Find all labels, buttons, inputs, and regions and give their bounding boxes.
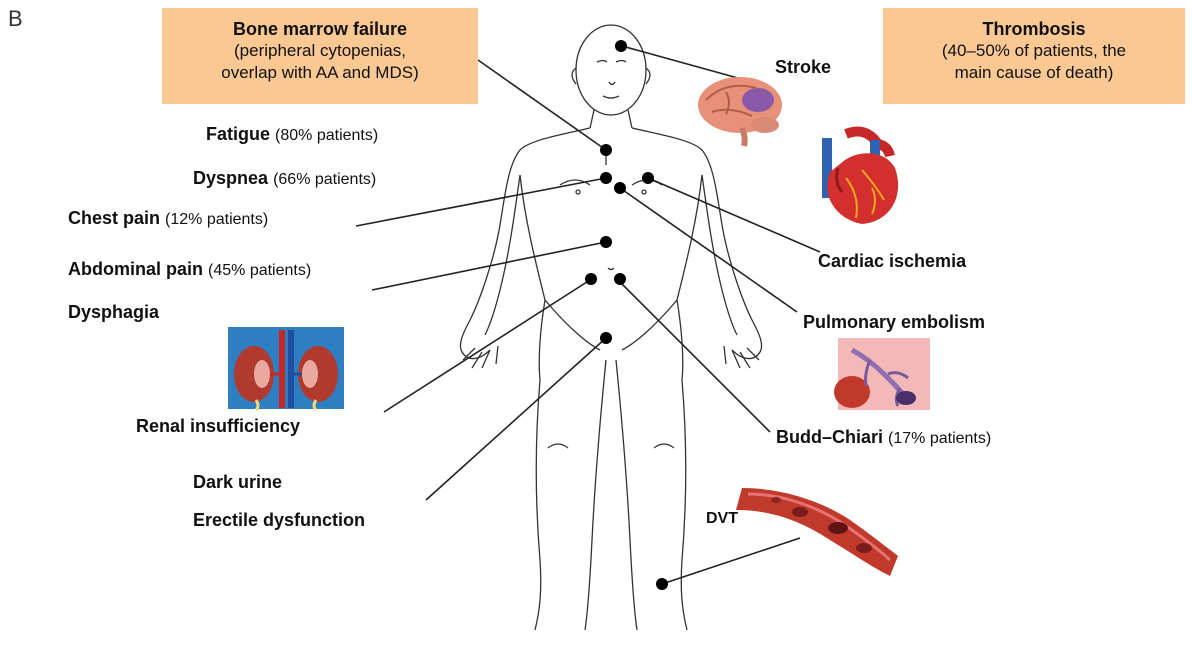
thrombosis-title: Thrombosis xyxy=(883,18,1185,40)
label-dyspnea-note: (66% patients) xyxy=(273,171,376,188)
label-dysphagia-name: Dysphagia xyxy=(68,302,159,322)
label-dysphagia: Dysphagia xyxy=(68,302,159,323)
connector-pulmonary-embolism xyxy=(620,188,797,312)
label-chest-pain-note: (12% patients) xyxy=(165,211,268,228)
label-abdominal-pain-name: Abdominal pain xyxy=(68,259,203,279)
label-dyspnea: Dyspnea (66% patients) xyxy=(193,168,376,189)
kidney-illustration xyxy=(228,327,344,410)
label-fatigue-note: (80% patients) xyxy=(275,127,378,144)
thrombosis-callout: Thrombosis (40–50% of patients, the main… xyxy=(883,8,1185,104)
marker-sternum xyxy=(600,144,612,156)
marker-head xyxy=(615,40,627,52)
connector-erectile xyxy=(426,338,606,500)
label-fatigue: Fatigue (80% patients) xyxy=(206,124,378,145)
label-dark-urine: Dark urine xyxy=(193,472,282,493)
label-pulmonary-embolism-name: Pulmonary embolism xyxy=(803,312,985,332)
label-chest-pain: Chest pain (12% patients) xyxy=(68,208,268,229)
marker-chest-center xyxy=(600,172,612,184)
label-dvt-name: DVT xyxy=(706,510,738,527)
label-erectile-dysfunction-name: Erectile dysfunction xyxy=(193,510,365,530)
label-abdominal-pain-note: (45% patients) xyxy=(208,262,311,279)
marker-groin xyxy=(600,332,612,344)
label-renal-insufficiency-name: Renal insufficiency xyxy=(136,416,300,436)
lung-illustration xyxy=(834,338,930,410)
connector-chest-pain xyxy=(356,178,606,226)
thrombosis-line1: (40–50% of patients, the xyxy=(883,40,1185,62)
label-fatigue-name: Fatigue xyxy=(206,124,270,144)
label-erectile-dysfunction: Erectile dysfunction xyxy=(193,510,365,531)
marker-leg xyxy=(656,578,668,590)
panel-letter: B xyxy=(8,6,23,32)
thrombosis-line2: main cause of death) xyxy=(883,62,1185,84)
marker-abdomen xyxy=(600,236,612,248)
label-pulmonary-embolism: Pulmonary embolism xyxy=(803,312,985,333)
marker-liver xyxy=(614,273,626,285)
label-budd-chiari-name: Budd–Chiari xyxy=(776,427,883,447)
brain-illustration xyxy=(698,77,782,146)
label-dark-urine-name: Dark urine xyxy=(193,472,282,492)
label-chest-pain-name: Chest pain xyxy=(68,208,160,228)
connector-abdominal-pain xyxy=(372,242,606,290)
symptom-markers xyxy=(585,40,668,590)
bone-marrow-failure-callout: Bone marrow failure (peripheral cytopeni… xyxy=(162,8,478,104)
label-dyspnea-name: Dyspnea xyxy=(193,168,268,188)
heart-illustration xyxy=(822,132,898,224)
label-abdominal-pain: Abdominal pain (45% patients) xyxy=(68,259,311,280)
connector-cardiac-ischemia xyxy=(648,178,820,252)
connector-bone-marrow xyxy=(478,60,606,150)
label-renal-insufficiency: Renal insufficiency xyxy=(136,416,300,437)
marker-kidney-left xyxy=(585,273,597,285)
marker-heart xyxy=(642,172,654,184)
marker-lung xyxy=(614,182,626,194)
label-cardiac-ischemia: Cardiac ischemia xyxy=(818,251,966,272)
vein-illustration xyxy=(736,488,898,576)
connector-budd-chiari xyxy=(620,282,770,432)
label-stroke-name: Stroke xyxy=(775,57,831,77)
label-cardiac-ischemia-name: Cardiac ischemia xyxy=(818,251,966,271)
label-budd-chiari: Budd–Chiari (17% patients) xyxy=(776,427,991,448)
bone-marrow-line1: (peripheral cytopenias, xyxy=(162,40,478,62)
label-budd-chiari-note: (17% patients) xyxy=(888,430,991,447)
label-dvt: DVT xyxy=(706,510,738,528)
bone-marrow-line2: overlap with AA and MDS) xyxy=(162,62,478,84)
label-stroke: Stroke xyxy=(775,57,831,78)
bone-marrow-title: Bone marrow failure xyxy=(162,18,478,40)
connector-stroke xyxy=(622,46,745,80)
connector-renal xyxy=(384,280,590,412)
